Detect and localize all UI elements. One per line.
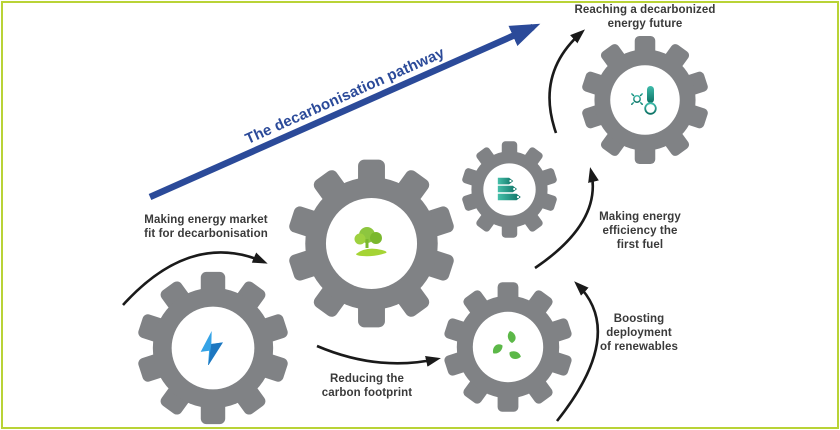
energy-rating-bars-icon xyxy=(497,177,521,201)
arrow-step3 xyxy=(555,281,600,422)
pathway-arrow xyxy=(148,23,541,200)
label-carbon-footprint: Reducing the carbon footprint xyxy=(321,373,413,400)
arrow-step4 xyxy=(534,167,599,270)
recycling-leaves-icon xyxy=(492,331,521,359)
arrow-step2 xyxy=(316,344,441,367)
label-energy-efficiency: Making energy efficiency the first fuel xyxy=(599,211,681,252)
label-decarbonized-future: Reaching a decarbonized energy future xyxy=(574,4,716,31)
trees-icon xyxy=(354,227,387,257)
lightning-bolt-icon xyxy=(200,331,223,365)
label-renewables: Boosting deployment of renewables xyxy=(600,313,678,354)
thermometer-sun-icon xyxy=(628,86,657,115)
arrow-step1 xyxy=(122,251,268,306)
label-energy-market: Making energy market fit for decarbonisa… xyxy=(144,214,268,241)
arrow-goal xyxy=(548,29,586,134)
